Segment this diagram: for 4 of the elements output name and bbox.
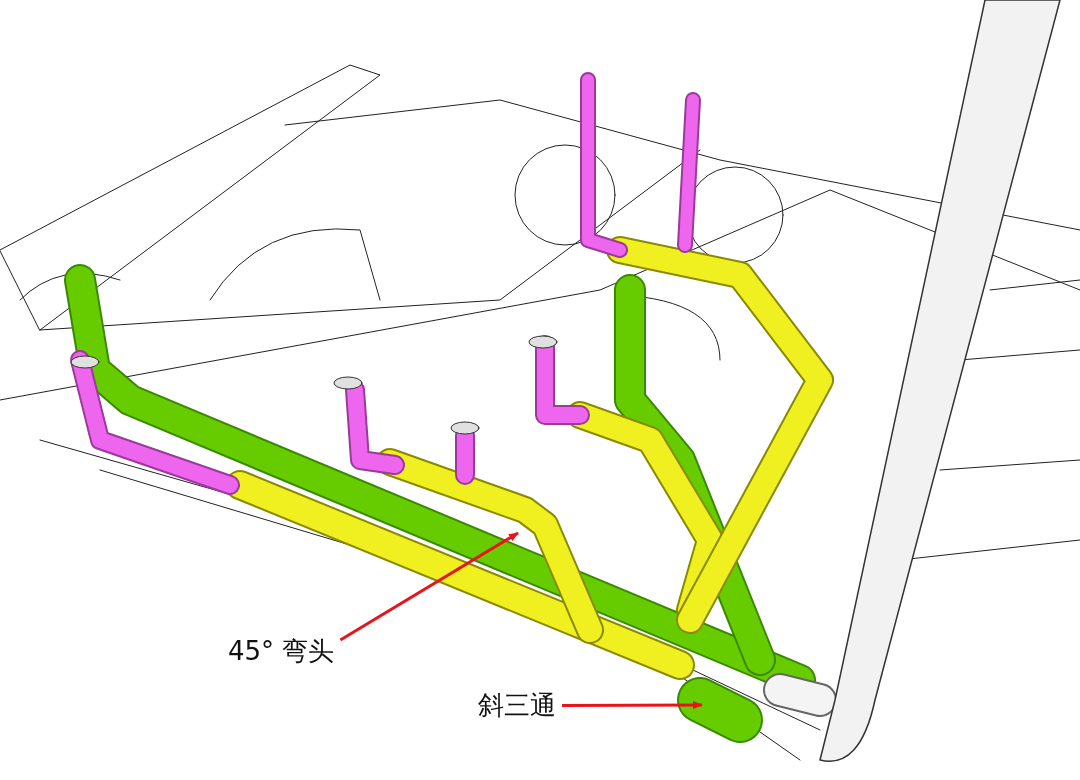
callout-label: 45° 弯头 xyxy=(228,634,335,669)
callout-label: 斜三通 xyxy=(478,688,556,723)
leader-arrow xyxy=(339,531,519,642)
leader-arrow xyxy=(562,701,703,710)
